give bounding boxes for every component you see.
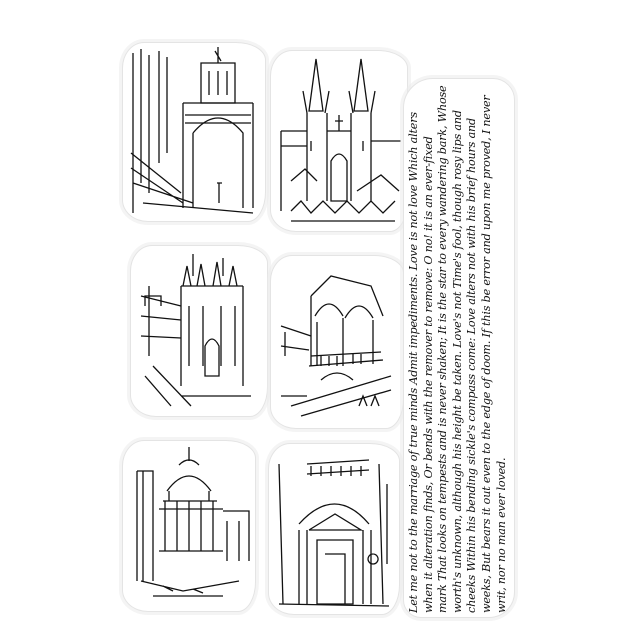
stamp-gothic-cathedral — [130, 245, 268, 417]
sonnet-line-6: weeks, But bears it out even to the edge… — [479, 95, 493, 613]
stamp-domed-basilica — [122, 440, 256, 612]
gothic-cathedral-sketch — [140, 254, 251, 407]
sonnet-line-7: writ, nor no man ever loved. — [494, 457, 508, 613]
sonnet-line-1: Let me not to the marriage of true minds… — [407, 112, 420, 613]
domed-basilica-sketch — [136, 447, 250, 597]
street-gate-tower-sketch — [130, 47, 254, 214]
arched-doorway-sketch — [278, 459, 390, 607]
stamp-sonnet-script: Let me not to the marriage of true minds… — [403, 78, 515, 618]
sonnet-line-3: mark That looks on tempests and is never… — [436, 85, 450, 613]
sonnet-line-2: when it alteration finds, Or bends with … — [421, 136, 435, 613]
sonnet-line-4: worth's unknown, although his height be … — [450, 110, 464, 613]
stamp-arched-doorway — [268, 443, 400, 615]
sonnet-line-5: cheeks Within his bending sickle's compa… — [465, 117, 479, 613]
stamp-twin-spire-church — [270, 50, 408, 232]
arched-balcony-sketch — [280, 275, 392, 417]
stamp-arched-balcony — [270, 255, 404, 429]
sonnet-text-block: Let me not to the marriage of true minds… — [407, 83, 511, 613]
twin-spire-church-sketch — [280, 58, 401, 222]
stamp-street-gate-tower — [122, 42, 266, 222]
